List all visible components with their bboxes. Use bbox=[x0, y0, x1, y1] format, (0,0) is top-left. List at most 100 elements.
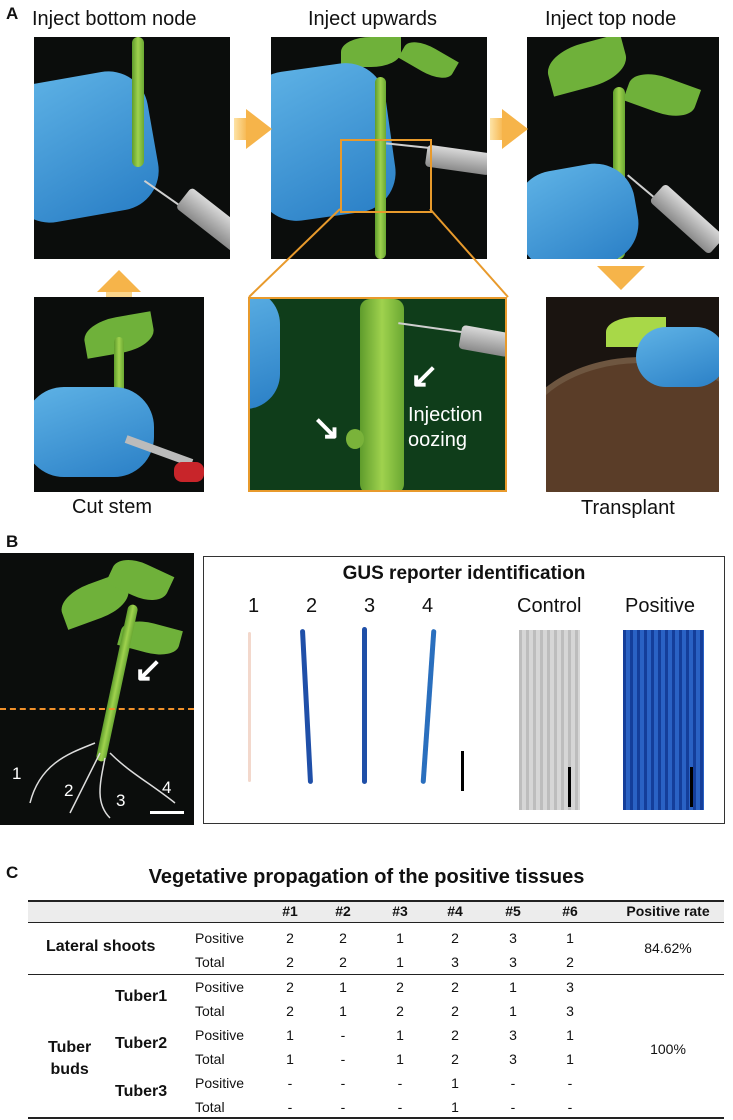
table-cell: - bbox=[510, 1075, 516, 1091]
scale-bar-control bbox=[568, 767, 571, 807]
root-sample-4 bbox=[420, 629, 437, 784]
sample-label-3: 3 bbox=[364, 595, 376, 617]
table-cell: 3 bbox=[509, 954, 517, 970]
table-cell: 2 bbox=[566, 954, 574, 970]
caption-inject-bottom-node: Inject bottom node bbox=[32, 8, 197, 30]
table-cell: - bbox=[340, 1027, 346, 1043]
subgroup-tuber3: Tuber3 bbox=[115, 1083, 168, 1100]
row-label: Positive bbox=[195, 1075, 245, 1091]
row-label: Total bbox=[195, 1003, 225, 1019]
panel-c-letter: C bbox=[6, 863, 19, 882]
stem-arrow-icon: ↙ bbox=[134, 651, 163, 689]
scale-bar-roots bbox=[461, 751, 464, 791]
photo-inject-top-node bbox=[527, 37, 719, 259]
table-cell: 1 bbox=[509, 1003, 517, 1019]
table-header-row bbox=[28, 901, 724, 922]
table-cell: - bbox=[567, 1099, 573, 1115]
table-cell: - bbox=[340, 1075, 346, 1091]
table-cell: 2 bbox=[396, 1003, 404, 1019]
root-sample-3 bbox=[362, 627, 367, 784]
row-label: Positive bbox=[195, 979, 245, 995]
table-cell: 2 bbox=[286, 1003, 294, 1019]
table-cell: 1 bbox=[339, 979, 347, 995]
table-cell: 3 bbox=[566, 1003, 574, 1019]
table-cell: 3 bbox=[451, 954, 459, 970]
table-cell: 1 bbox=[339, 1003, 347, 1019]
table-cell: 1 bbox=[396, 954, 404, 970]
root-label-2: 2 bbox=[64, 781, 74, 800]
ooze-arrow-icon-2: ↘ bbox=[312, 409, 341, 447]
row-label: Positive bbox=[195, 930, 245, 946]
table-cell: 3 bbox=[509, 1027, 517, 1043]
sample-label-1: 1 bbox=[248, 595, 260, 617]
col-header-6: #6 bbox=[562, 903, 578, 919]
root-label-1: 1 bbox=[12, 764, 22, 783]
root-sample-2 bbox=[299, 628, 314, 785]
table-cell: 2 bbox=[451, 1027, 459, 1043]
table-cell: 1 bbox=[286, 1051, 294, 1067]
flow-arrow-1-body bbox=[234, 118, 248, 140]
root-sample-1 bbox=[248, 632, 251, 782]
col-header-3: #3 bbox=[392, 903, 408, 919]
sample-label-4: 4 bbox=[422, 595, 434, 617]
table-cell: - bbox=[340, 1099, 346, 1115]
photo-inject-upwards bbox=[271, 37, 487, 259]
col-header-1: #1 bbox=[282, 903, 298, 919]
table-cell: 1 bbox=[396, 930, 404, 946]
flow-arrow-down-icon bbox=[597, 266, 645, 290]
flow-arrow-1-icon bbox=[246, 109, 272, 149]
flow-arrow-2-icon bbox=[502, 109, 528, 149]
table-cell: 2 bbox=[286, 930, 294, 946]
positive-label: Positive bbox=[625, 595, 696, 617]
row-label: Total bbox=[195, 1099, 225, 1115]
photo-rooted-cutting: ↙ 1 2 3 4 bbox=[0, 553, 194, 825]
col-header-positive-rate: Positive rate bbox=[626, 903, 710, 919]
flow-arrow-up-icon bbox=[97, 270, 141, 292]
table-cell: 3 bbox=[566, 979, 574, 995]
table-cell: - bbox=[287, 1075, 293, 1091]
zoom-connector-lines bbox=[248, 208, 509, 298]
photo-inject-bottom-node bbox=[34, 37, 230, 259]
scale-bar-positive bbox=[690, 767, 693, 807]
group-lateral-shoots: Lateral shoots bbox=[46, 938, 156, 955]
root-label-3: 3 bbox=[116, 791, 126, 810]
table-cell: 2 bbox=[339, 954, 347, 970]
rate-tuber-buds: 100% bbox=[650, 1041, 686, 1057]
rate-lateral-shoots: 84.62% bbox=[644, 940, 692, 956]
sample-label-2: 2 bbox=[306, 595, 318, 617]
root-label-4: 4 bbox=[162, 778, 172, 797]
table-cell: 2 bbox=[451, 979, 459, 995]
table-cell: 2 bbox=[451, 1051, 459, 1067]
table-cell: 2 bbox=[451, 930, 459, 946]
table-cell: 1 bbox=[509, 979, 517, 995]
table-title: Vegetative propagation of the positive t… bbox=[148, 866, 585, 888]
control-label: Control bbox=[517, 595, 582, 617]
caption-cut-stem: Cut stem bbox=[72, 496, 153, 518]
photo-transplant bbox=[546, 297, 719, 492]
table-cell: 1 bbox=[286, 1027, 294, 1043]
table-cell: 2 bbox=[451, 1003, 459, 1019]
table-cell: 1 bbox=[396, 1051, 404, 1067]
table-cell: 3 bbox=[509, 1051, 517, 1067]
photo-cut-stem bbox=[34, 297, 204, 492]
table-cell: 3 bbox=[509, 930, 517, 946]
table-cell: - bbox=[287, 1099, 293, 1115]
caption-inject-top-node: Inject top node bbox=[545, 8, 677, 30]
table-cell: 1 bbox=[566, 930, 574, 946]
table-cell: 2 bbox=[286, 979, 294, 995]
ooze-arrow-icon-1: ↙ bbox=[410, 357, 439, 395]
panel-a-letter: A bbox=[6, 4, 19, 23]
row-label: Total bbox=[195, 1051, 225, 1067]
caption-inject-upwards: Inject upwards bbox=[308, 8, 437, 30]
inset-label-injection: Injection bbox=[408, 404, 483, 426]
caption-transplant: Transplant bbox=[581, 497, 675, 519]
row-label: Positive bbox=[195, 1027, 245, 1043]
table-cell: - bbox=[567, 1075, 573, 1091]
table-cell: - bbox=[510, 1099, 516, 1115]
group-tuber-buds-line1: Tuber bbox=[48, 1039, 92, 1056]
gus-panel-box: GUS reporter identification 1 2 3 4 Cont… bbox=[203, 556, 725, 824]
group-tuber-buds-line2: buds bbox=[50, 1061, 89, 1079]
subgroup-tuber2: Tuber2 bbox=[115, 1035, 168, 1052]
table-cell: - bbox=[397, 1075, 403, 1091]
table-cell: - bbox=[340, 1051, 346, 1067]
